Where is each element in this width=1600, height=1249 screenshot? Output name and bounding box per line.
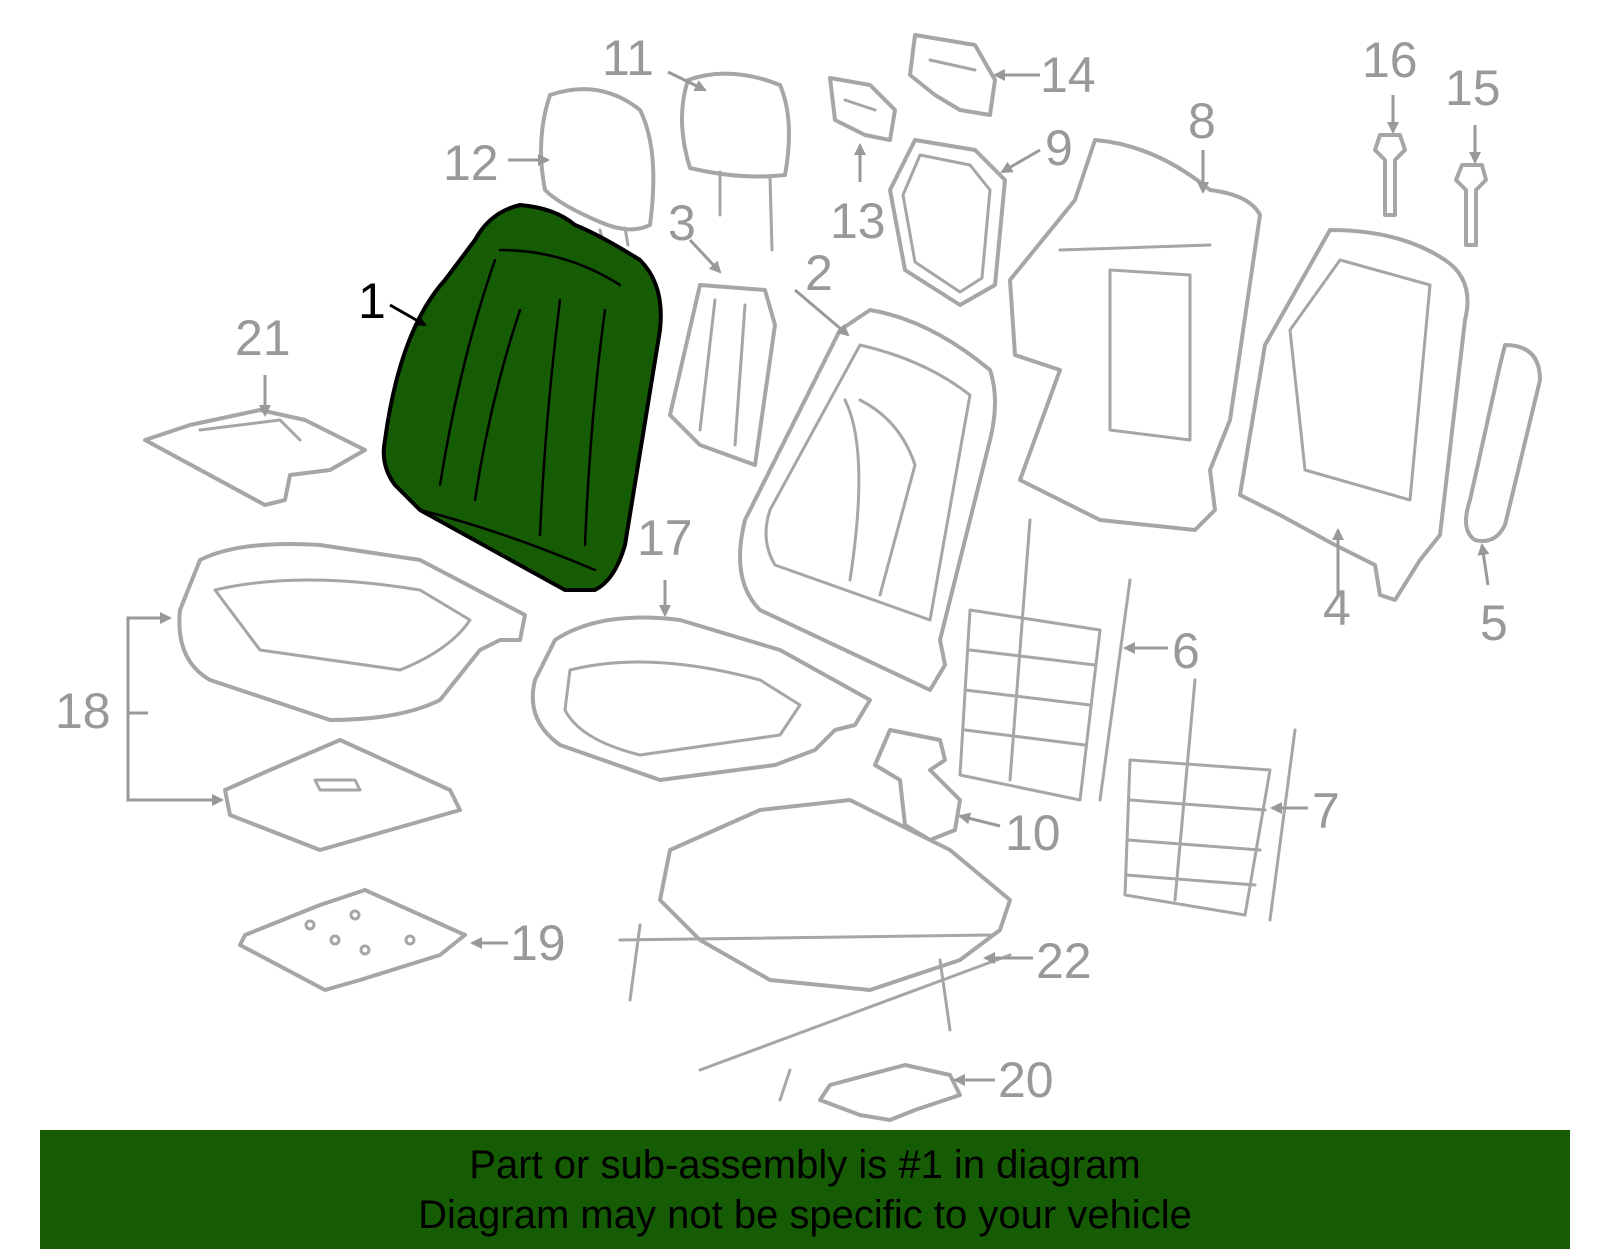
- part-2-cover: [738, 308, 997, 692]
- part-8-back-panel: [1008, 138, 1262, 532]
- callout-10[interactable]: 10: [1005, 805, 1061, 861]
- part-19-pad: [238, 888, 467, 992]
- part-6-spring-grid: [958, 518, 1132, 802]
- callout-8[interactable]: 8: [1188, 93, 1216, 149]
- leader-lines: [126, 69, 1490, 1086]
- callout-13[interactable]: 13: [830, 193, 886, 249]
- part-10-motor: [873, 728, 962, 842]
- part-16-pin: [1373, 133, 1407, 217]
- callout-4[interactable]: 4: [1323, 580, 1351, 636]
- part-12-headrest: [539, 87, 656, 252]
- callout-15[interactable]: 15: [1445, 60, 1501, 116]
- part-17-cushion: [530, 615, 872, 782]
- callout-5[interactable]: 5: [1480, 595, 1508, 651]
- part-20-bracket: [818, 1063, 962, 1122]
- part-13-bracket: [828, 76, 897, 142]
- callout-21[interactable]: 21: [235, 310, 291, 366]
- part-14-bracket: [908, 33, 997, 117]
- callout-1[interactable]: 1: [358, 273, 386, 329]
- callout-7[interactable]: 7: [1312, 783, 1340, 839]
- part-22-track: [618, 798, 1012, 1102]
- callout-9[interactable]: 9: [1045, 120, 1073, 176]
- callout-12[interactable]: 12: [443, 135, 499, 191]
- part-21-shield: [143, 408, 367, 507]
- callout-18[interactable]: 18: [55, 683, 111, 739]
- callout-19[interactable]: 19: [510, 915, 566, 971]
- part-1-backrest-cushion[interactable]: [381, 203, 663, 592]
- part-5-side-trim: [1464, 343, 1542, 543]
- callout-14[interactable]: 14: [1040, 47, 1096, 103]
- part-18-pad: [223, 738, 462, 852]
- callout-17[interactable]: 17: [637, 510, 693, 566]
- part-15-pin: [1454, 163, 1488, 247]
- callout-11[interactable]: 11: [602, 30, 654, 86]
- callout-labels: 1 2 3 4 5 6 7 8 9 10 11 12 13 14 15 16 1…: [55, 30, 1508, 1108]
- callout-16[interactable]: 16: [1362, 32, 1418, 88]
- callout-3[interactable]: 3: [668, 195, 696, 251]
- part-4-frame: [1238, 228, 1470, 602]
- part-9-gasket: [888, 138, 1007, 307]
- part-3-trim: [668, 283, 777, 467]
- callout-6[interactable]: 6: [1172, 623, 1200, 679]
- callout-22[interactable]: 22: [1036, 933, 1092, 989]
- part-11-headrest: [680, 71, 791, 252]
- callout-20[interactable]: 20: [998, 1052, 1054, 1108]
- part-18-cushion: [177, 542, 527, 722]
- part-7-spring-grid: [1123, 678, 1297, 922]
- banner-line-disclaimer: Diagram may not be specific to your vehi…: [418, 1192, 1192, 1237]
- disclaimer-banner: Part or sub-assembly is #1 in diagram Di…: [40, 1130, 1570, 1249]
- callout-2[interactable]: 2: [805, 245, 833, 301]
- banner-line-part: Part or sub-assembly is #1 in diagram: [469, 1142, 1141, 1187]
